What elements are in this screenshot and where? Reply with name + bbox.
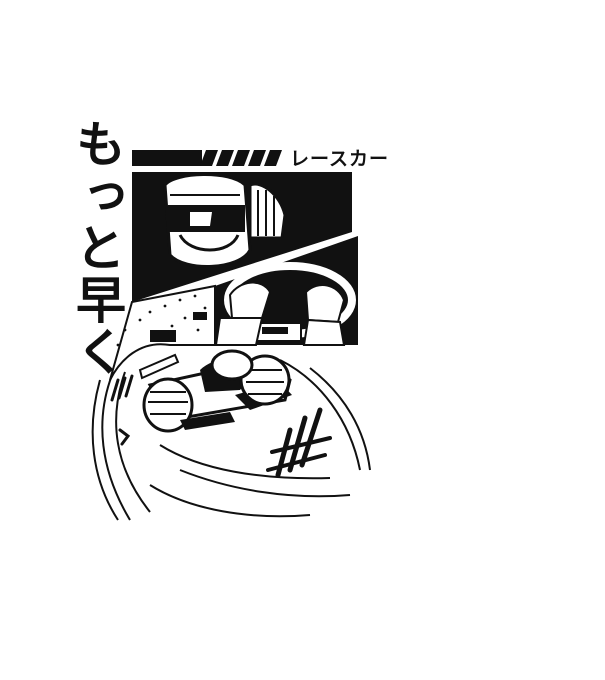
header-stripe-bar: [132, 150, 282, 166]
katakana-label: レースカー: [290, 148, 390, 170]
steering-wheel-panel: [214, 236, 358, 346]
motion-slash-marks: [110, 374, 332, 478]
road-speed-lines: [91, 359, 371, 521]
race-car-scene: [138, 349, 292, 433]
driver-helmet-panel: [132, 172, 352, 302]
vertical-title: もっと早く: [68, 118, 126, 378]
